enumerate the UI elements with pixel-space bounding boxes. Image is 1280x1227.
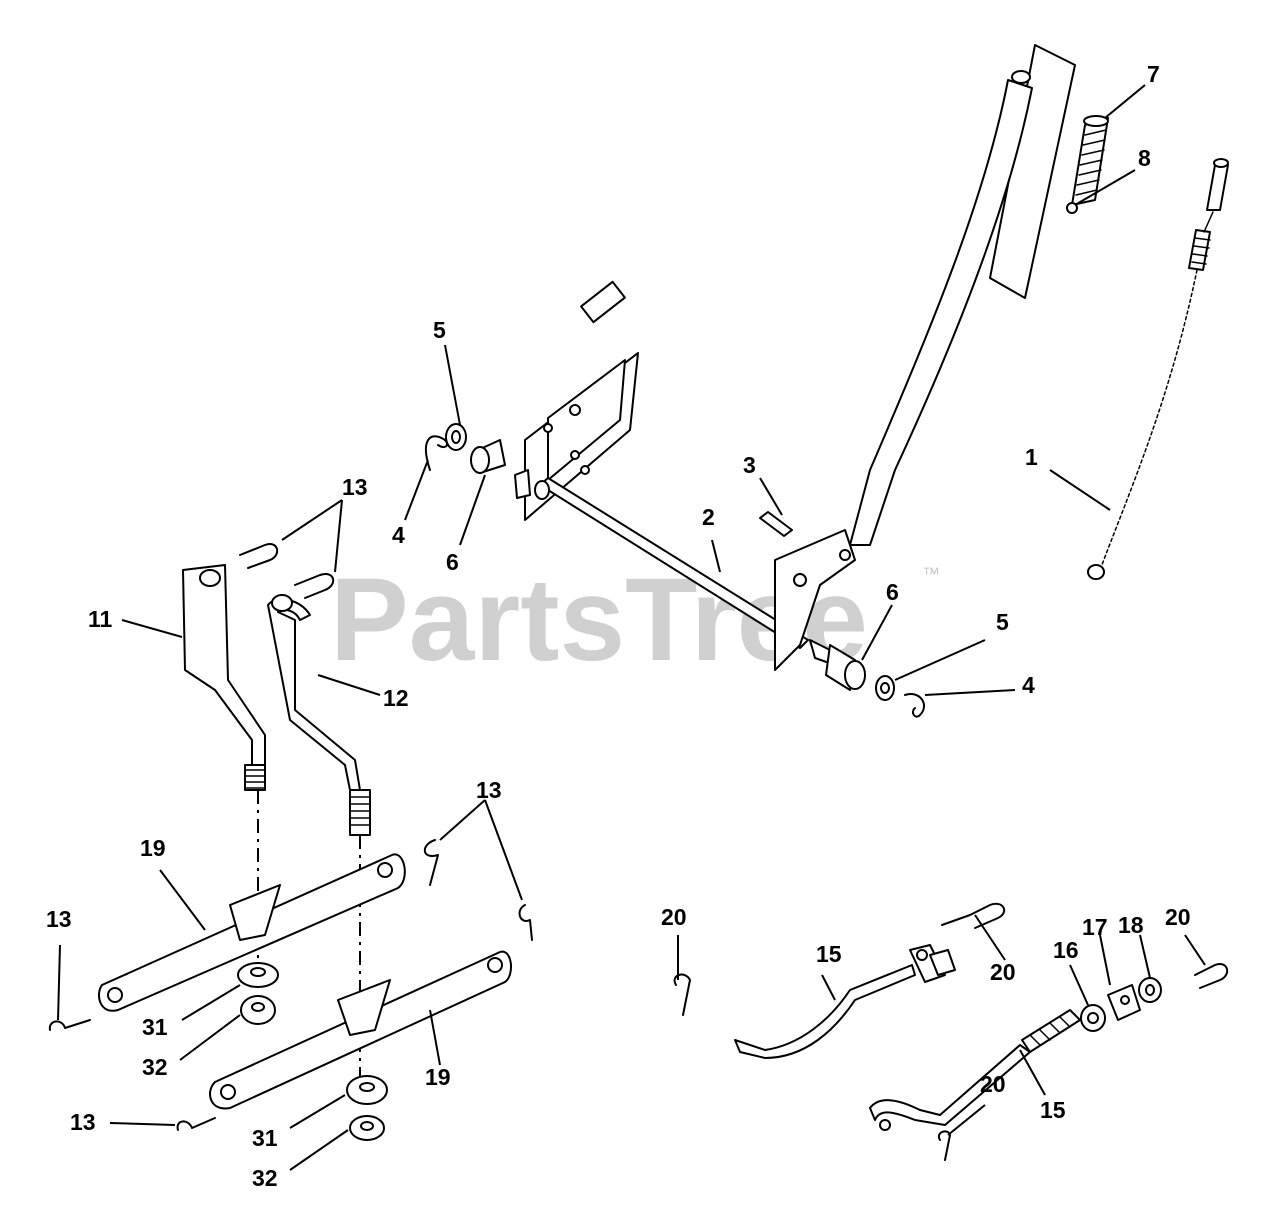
callout-2: 2 bbox=[702, 504, 715, 530]
swivel-block-17 bbox=[1107, 984, 1141, 1021]
callout-1: 1 bbox=[1025, 444, 1038, 470]
callout-15-upper: 15 bbox=[816, 941, 842, 967]
control-cable-1 bbox=[1087, 158, 1229, 580]
clip-4-left bbox=[425, 435, 448, 471]
callout-20-bottom: 20 bbox=[980, 1071, 1006, 1097]
callout-19-upper: 19 bbox=[140, 835, 166, 861]
callout-18: 18 bbox=[1118, 912, 1144, 938]
lift-link-12 bbox=[267, 594, 371, 836]
callout-13-middle: 13 bbox=[476, 777, 502, 803]
callout-3: 3 bbox=[743, 452, 756, 478]
nut-16 bbox=[1080, 1004, 1106, 1032]
hairpin-20-right bbox=[1194, 963, 1229, 989]
hairpin-13-upper bbox=[239, 543, 335, 599]
callout-7: 7 bbox=[1147, 61, 1160, 87]
hairpin-13-middle bbox=[423, 839, 533, 941]
callout-16: 16 bbox=[1053, 937, 1079, 963]
nut-32-lower bbox=[349, 1115, 385, 1141]
spacer-31-lower bbox=[346, 1075, 388, 1105]
bushing-6-right bbox=[825, 644, 866, 691]
lift-bracket bbox=[774, 529, 856, 671]
lift-arm-19-upper bbox=[98, 853, 406, 1012]
callout-11: 11 bbox=[88, 606, 113, 632]
mounting-plate bbox=[524, 280, 639, 521]
callout-6-right: 6 bbox=[886, 579, 899, 605]
callout-12: 12 bbox=[383, 685, 409, 711]
bushing-6-left bbox=[470, 439, 506, 474]
callout-32-lower: 32 bbox=[252, 1165, 278, 1191]
lift-handle bbox=[849, 70, 1033, 546]
spacer-31-upper bbox=[237, 962, 279, 988]
callout-13-bottom: 13 bbox=[70, 1109, 96, 1135]
lift-shaft-2 bbox=[514, 469, 836, 666]
callout-13-upper: 13 bbox=[342, 474, 368, 500]
callout-labels: 7 8 1 5 4 6 3 2 6 5 4 13 11 12 13 19 13 … bbox=[46, 61, 1191, 1191]
callout-13-left: 13 bbox=[46, 906, 72, 932]
nut-18 bbox=[1138, 977, 1162, 1003]
callout-20-left: 20 bbox=[661, 904, 687, 930]
callout-19-lower: 19 bbox=[425, 1064, 451, 1090]
hairpin-13-left bbox=[48, 1019, 91, 1031]
callout-8: 8 bbox=[1138, 145, 1151, 171]
leader-lines bbox=[57, 84, 1206, 1171]
watermark-trademark: ™ bbox=[922, 564, 940, 584]
hairpin-13-bottom bbox=[176, 1117, 216, 1131]
lift-arm-19-lower bbox=[209, 950, 512, 1110]
rod-15-lower bbox=[869, 1009, 1081, 1161]
callout-32-upper: 32 bbox=[142, 1054, 168, 1080]
handle-sleeve bbox=[989, 44, 1076, 299]
callout-20-right: 20 bbox=[1165, 904, 1191, 930]
callout-31-lower: 31 bbox=[252, 1125, 278, 1151]
callout-5-right: 5 bbox=[996, 609, 1009, 635]
callout-6-left: 6 bbox=[446, 549, 459, 575]
rod-15-upper bbox=[734, 902, 1006, 1059]
callout-15-lower: 15 bbox=[1040, 1097, 1066, 1123]
washer-5-left bbox=[445, 423, 467, 451]
callout-17: 17 bbox=[1082, 914, 1108, 940]
washer-5-right bbox=[875, 675, 895, 701]
callout-5-left: 5 bbox=[433, 317, 446, 343]
nut-32-upper bbox=[240, 995, 276, 1025]
hairpin-20-left bbox=[673, 973, 691, 1016]
clip-4-right bbox=[904, 693, 925, 718]
callout-4-left: 4 bbox=[392, 522, 405, 548]
callout-20-middle: 20 bbox=[990, 959, 1016, 985]
callout-4-right: 4 bbox=[1022, 672, 1035, 698]
spring-7 bbox=[1066, 115, 1109, 214]
roll-pin-3 bbox=[759, 511, 793, 537]
callout-31-upper: 31 bbox=[142, 1014, 168, 1040]
lift-link-11 bbox=[182, 564, 266, 791]
